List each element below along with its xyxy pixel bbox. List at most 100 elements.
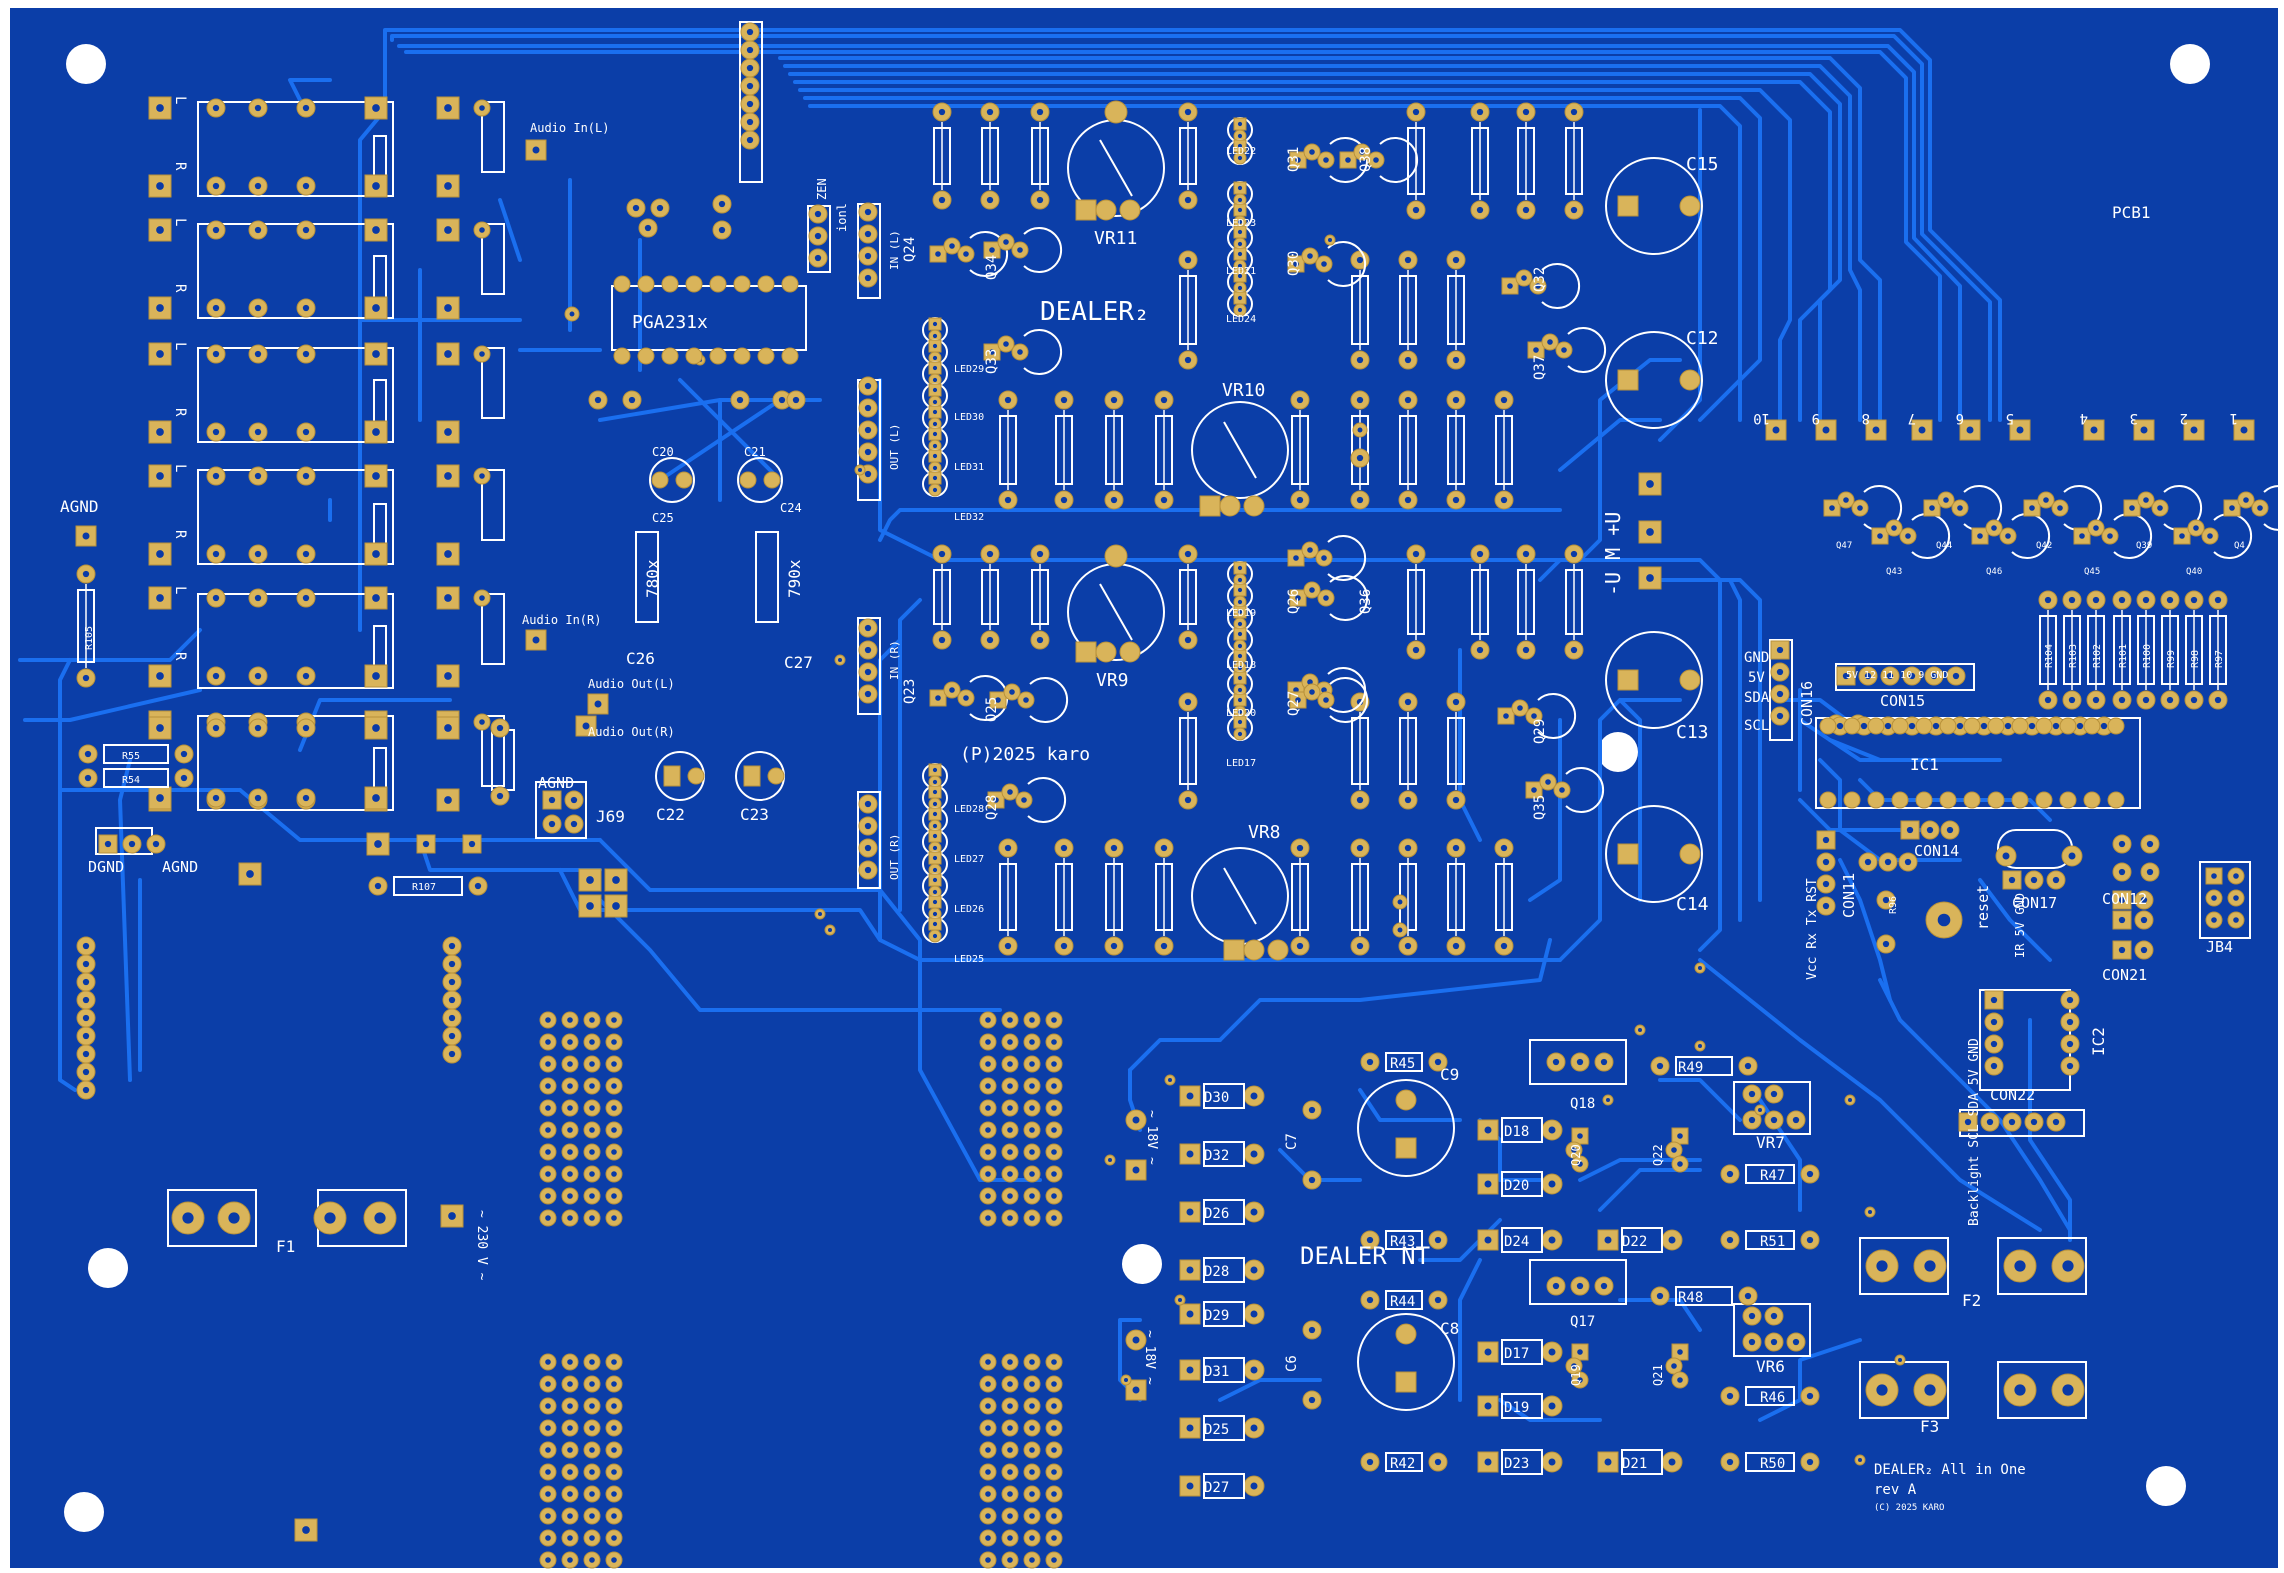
drill-hole — [448, 960, 456, 968]
drill-hole — [2257, 505, 2263, 511]
drill-hole — [1021, 797, 1027, 803]
drill-hole — [1452, 256, 1460, 264]
diode-label: D28 — [1204, 1264, 1229, 1280]
drill-hole — [2029, 505, 2035, 511]
transistor-label: Q46 — [1986, 567, 2002, 577]
drill-hole — [324, 1212, 336, 1224]
drill-hole — [1806, 1170, 1814, 1178]
jb4-label: JB4 — [2206, 938, 2233, 956]
vr7-label: VR7 — [1756, 1133, 1785, 1152]
drill-hole — [1186, 1424, 1194, 1432]
drill-hole — [1877, 533, 1883, 539]
title-block-rev: rev A — [1874, 1482, 1917, 1498]
drill-hole — [932, 933, 938, 939]
drill-hole — [1966, 426, 1974, 434]
drill-hole — [1864, 858, 1872, 866]
drill-hole — [1792, 1338, 1800, 1346]
transistor-outline — [1329, 137, 1369, 183]
drill-hole — [932, 899, 938, 905]
drill-hole — [2211, 917, 2217, 923]
drill-hole — [156, 182, 164, 190]
q20-label: Q20 — [1569, 1144, 1583, 1166]
drill-hole — [1698, 966, 1702, 970]
drill-hole — [2016, 426, 2024, 434]
drill-hole — [545, 1447, 551, 1453]
drill-hole — [1307, 253, 1313, 259]
drill-hole — [2066, 996, 2074, 1004]
drill-hole — [156, 550, 164, 558]
drill-hole — [985, 1381, 991, 1387]
drill-hole — [1250, 1482, 1258, 1490]
drill-hole — [1366, 1058, 1374, 1066]
drill-hole — [2014, 1384, 2026, 1396]
drill-hole — [570, 820, 578, 828]
drill-hole — [479, 595, 485, 601]
drill-hole — [1295, 697, 1301, 703]
drill-hole — [1007, 1447, 1013, 1453]
drill-hole — [746, 100, 754, 108]
drill-hole — [1772, 426, 1780, 434]
diode-label: D26 — [1204, 1206, 1229, 1222]
transistor-label: Q30 — [1286, 251, 1302, 276]
drill-hole — [254, 104, 262, 112]
resistor-body — [1385, 1290, 1423, 1310]
drill-hole — [1051, 1127, 1057, 1133]
drill-hole — [302, 794, 310, 802]
ldr-l-label: L — [172, 342, 188, 350]
drill-hole — [611, 1513, 617, 1519]
transistor-label: Q43 — [1886, 567, 1902, 577]
drill-hole — [1356, 496, 1364, 504]
drill-hole — [963, 251, 969, 257]
drill-hole — [589, 1447, 595, 1453]
drill-hole — [932, 911, 938, 917]
drill-hole — [1990, 1040, 1998, 1048]
drill-hole — [1237, 709, 1243, 715]
drill-hole — [1110, 396, 1118, 404]
drill-hole — [545, 1105, 551, 1111]
drill-hole — [444, 428, 452, 436]
drill-hole — [1307, 547, 1313, 553]
diode-label: D31 — [1204, 1364, 1229, 1380]
drill-hole — [82, 1014, 90, 1022]
c7-label: C7 — [1284, 1133, 1300, 1150]
drill-hole — [1476, 206, 1484, 214]
drill-hole — [1029, 1447, 1035, 1453]
drill-hole — [82, 978, 90, 986]
drill-hole — [532, 636, 540, 644]
drill-hole — [1237, 631, 1243, 637]
drill-hole — [864, 624, 872, 632]
audio-in-r-label: Audio In(R) — [522, 613, 601, 627]
drill-hole — [1237, 307, 1243, 313]
drill-hole — [1946, 826, 1954, 834]
drill-hole — [2093, 525, 2099, 531]
drill-hole — [1323, 697, 1329, 703]
vr9-label: VR9 — [1096, 670, 1129, 691]
drill-hole — [1237, 121, 1243, 127]
drill-hole — [1168, 1078, 1172, 1082]
drill-hole — [1548, 1348, 1556, 1356]
drill-hole — [1905, 533, 1911, 539]
title-block-copyright: (C) 2025 KARO — [1874, 1503, 1944, 1513]
drill-hole — [2118, 946, 2126, 954]
drill-hole — [993, 797, 999, 803]
drill-hole — [1060, 942, 1068, 950]
drill-hole — [1748, 1116, 1756, 1124]
drill-hole — [212, 428, 220, 436]
drill-hole — [1237, 185, 1243, 191]
resistor-label: R107 — [412, 882, 436, 893]
drill-hole — [1051, 1149, 1057, 1155]
c25-label: C25 — [652, 511, 674, 525]
drill-hole — [1356, 454, 1364, 462]
drill-hole — [545, 1513, 551, 1519]
drill-hole — [1345, 157, 1351, 163]
ldr-l-label: L — [172, 464, 188, 472]
drill-hole — [156, 304, 164, 312]
pcb1-pin-label: 3 — [2130, 410, 2138, 426]
drill-hole — [828, 928, 832, 932]
drill-hole — [1323, 157, 1329, 163]
drill-hole — [1373, 157, 1379, 163]
drill-hole — [718, 200, 726, 208]
drill-hole — [1029, 1039, 1035, 1045]
drill-hole — [1293, 555, 1299, 561]
pcb1-pin-label: 5 — [2006, 410, 2014, 426]
